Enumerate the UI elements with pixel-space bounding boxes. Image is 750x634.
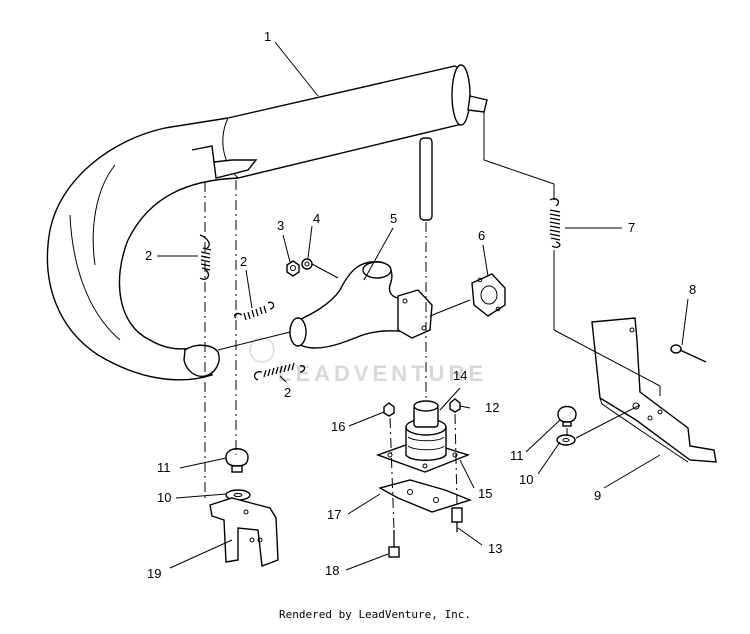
callout-1: 1: [264, 29, 271, 44]
nut-12: [449, 398, 461, 413]
callout-19: 19: [147, 566, 161, 581]
callout-10-left: 10: [157, 490, 171, 505]
footer-credit: Rendered by LeadVenture, Inc.: [278, 608, 472, 621]
bumper-11-left: [225, 448, 249, 473]
watermark: LEADVENTURE: [249, 337, 487, 386]
callout-7: 7: [628, 220, 635, 235]
callout-12: 12: [485, 400, 499, 415]
washer-4: [301, 258, 313, 270]
callout-leaders: [157, 41, 689, 571]
callout-5: 5: [390, 211, 397, 226]
callout-9: 9: [594, 488, 601, 503]
bolt-18: [388, 530, 400, 558]
bolt-13: [451, 507, 463, 532]
callout-3: 3: [277, 218, 284, 233]
spring-lower: [253, 362, 306, 381]
muffler-assembly: [46, 64, 488, 381]
callout-numbers: 1 2 2 2 3 4 5 6 7 8 9 10 10 11 11 12 13 …: [145, 29, 696, 581]
callout-15: 15: [478, 486, 492, 501]
nut-16: [383, 402, 395, 417]
bracket-19: [209, 497, 279, 567]
callout-18: 18: [325, 563, 339, 578]
callout-2b: 2: [240, 254, 247, 269]
spring-middle: [234, 301, 275, 321]
callout-2c: 2: [284, 385, 291, 400]
pin-8: [670, 344, 707, 363]
callout-11-left: 11: [157, 460, 171, 475]
spring-right: [549, 198, 561, 248]
callout-6: 6: [478, 228, 485, 243]
callout-8: 8: [689, 282, 696, 297]
y-pipe: [289, 261, 433, 349]
callout-13: 13: [488, 541, 502, 556]
callout-11-right: 11: [510, 448, 524, 463]
washer-10-right: [556, 434, 576, 446]
callout-2a: 2: [145, 248, 152, 263]
watermark-text: LEADVENTURE: [278, 361, 487, 386]
gasket-6: [471, 273, 506, 317]
assembly-lines: [204, 112, 661, 531]
bumper-11-right: [557, 405, 577, 427]
bracket-17: [378, 479, 473, 513]
callout-16: 16: [331, 419, 345, 434]
nut-3: [286, 260, 300, 277]
callout-17: 17: [327, 507, 341, 522]
grommet-14: [405, 400, 447, 461]
bracket-9: [591, 317, 717, 463]
callout-10-right: 10: [519, 472, 533, 487]
callout-14: 14: [453, 368, 467, 383]
spring-upper-left: [199, 234, 212, 280]
callout-4: 4: [313, 211, 320, 226]
